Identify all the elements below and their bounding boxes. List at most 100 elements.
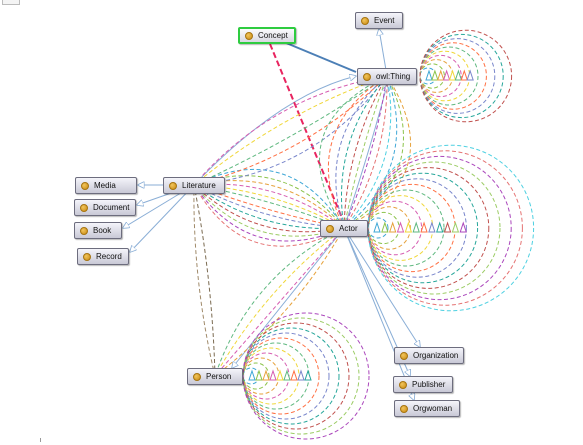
actor-node[interactable]: Actor: [320, 220, 368, 237]
relation-edge-actor-thing: [343, 75, 392, 229]
person-node[interactable]: Person: [187, 368, 243, 385]
class-dot-icon: [81, 181, 89, 190]
record-node[interactable]: Record: [77, 248, 129, 265]
concept-node[interactable]: Concept: [238, 27, 296, 44]
node-label: Literature: [182, 181, 216, 190]
loop-arrowhead: [297, 369, 305, 381]
book-node[interactable]: Book: [74, 222, 122, 239]
class-dot-icon: [193, 372, 201, 381]
class-dot-icon: [80, 203, 88, 212]
literature-node[interactable]: Literature: [163, 177, 225, 194]
relation-edge-literature-actor: [193, 184, 345, 242]
subclass-edge-literature-thing: [193, 76, 356, 186]
class-dot-icon: [245, 31, 253, 40]
organization-node[interactable]: Organization: [394, 347, 464, 364]
loop-arrowhead: [404, 221, 413, 233]
orgwoman-node[interactable]: Orgwoman: [394, 400, 460, 417]
loop-arrowhead: [381, 221, 389, 233]
node-label: Document: [93, 203, 130, 212]
loop-arrowhead: [412, 221, 420, 233]
class-dot-icon: [169, 181, 177, 190]
loop-arrowhead: [269, 369, 277, 381]
relation-edge-actor-thing: [343, 76, 387, 229]
owl-thing-node[interactable]: owl:Thing: [357, 68, 417, 85]
node-label: Organization: [413, 351, 459, 360]
node-label: Record: [96, 252, 122, 261]
loop-arrowhead: [255, 369, 263, 381]
loop-arrowhead: [290, 369, 298, 381]
self-loop-person: [242, 332, 330, 420]
class-dot-icon: [326, 224, 334, 233]
self-loop-actor: [367, 150, 523, 306]
subclass-edge-actor-organization: [343, 227, 420, 347]
node-label: Actor: [339, 224, 358, 233]
document-node[interactable]: Document: [74, 199, 136, 216]
self-loop-owl-thing: [419, 54, 462, 98]
loop-arrowhead: [248, 369, 256, 381]
node-label: Event: [374, 16, 395, 25]
media-node[interactable]: Media: [75, 177, 137, 194]
relation-edge-actor-thing: [335, 75, 388, 229]
node-label: Person: [206, 372, 232, 381]
subclass-edge-actor-person: [232, 227, 345, 368]
loop-arrowhead: [466, 69, 474, 81]
relation-edge-literature-thing: [193, 76, 387, 186]
relation-edge-actor-thing: [343, 75, 388, 229]
self-loop-actor: [367, 200, 423, 256]
event-node[interactable]: Event: [355, 12, 403, 29]
self-loop-actor: [367, 161, 501, 295]
loop-arrowhead: [442, 69, 451, 81]
self-loop-owl-thing: [419, 63, 445, 89]
node-label: owl:Thing: [376, 72, 411, 81]
relation-edge-actor-thing: [327, 75, 388, 229]
class-dot-icon: [80, 226, 88, 235]
self-loop-person: [242, 312, 370, 440]
node-label: Orgwoman: [413, 404, 453, 413]
loop-arrowhead: [451, 221, 460, 233]
relation-edge-actor-thing: [319, 76, 387, 229]
loop-arrowhead: [437, 69, 445, 81]
self-loop-actor: [367, 217, 389, 239]
window-edge-mark: [40, 438, 41, 442]
publisher-node[interactable]: Publisher: [393, 376, 453, 393]
loop-arrowhead: [431, 69, 439, 81]
loop-arrowhead: [459, 221, 467, 233]
self-loop-owl-thing: [419, 29, 513, 123]
loop-arrowhead: [388, 221, 397, 233]
node-label: Media: [94, 181, 116, 190]
window-corner-handle: [2, 0, 20, 5]
node-label: Concept: [258, 31, 288, 40]
class-dot-icon: [400, 404, 408, 413]
relation-edge-actor-thing: [341, 76, 387, 229]
self-loop-owl-thing: [419, 46, 479, 106]
loop-arrowhead: [448, 69, 457, 81]
loop-arrowhead: [262, 369, 270, 381]
relation-edge-actor-thing: [343, 76, 398, 229]
subclass-edge-actor-orgwoman: [343, 227, 414, 400]
loop-arrowhead: [420, 221, 428, 233]
relation-edge-literature-actor: [193, 184, 344, 228]
relation-edge-literature-actor: [193, 168, 344, 228]
relation-edge-actor-person: [214, 227, 345, 377]
node-label: Publisher: [412, 380, 446, 389]
relation-edge-literature-thing: [193, 76, 387, 186]
loop-arrowhead: [396, 221, 405, 233]
loop-arrowhead: [436, 221, 444, 233]
loop-arrowhead: [443, 221, 452, 233]
loop-arrowhead: [454, 69, 463, 81]
relation-edge-literature-actor: [193, 184, 345, 233]
relation-edge-literature-actor: [193, 183, 345, 229]
class-dot-icon: [363, 72, 371, 81]
loop-arrowhead: [425, 69, 433, 81]
self-loop-actor: [367, 144, 535, 312]
loop-arrowhead: [304, 369, 312, 381]
class-dot-icon: [399, 380, 407, 389]
class-dot-icon: [83, 252, 91, 261]
loop-arrowhead: [460, 69, 468, 81]
relation-edge-actor-thing: [343, 75, 411, 229]
relation-edge-actor-person: [214, 227, 345, 377]
subclass-edge-literature-record: [130, 184, 195, 252]
self-loop-actor: [367, 178, 467, 278]
relation-edge-person-literature: [194, 185, 216, 377]
